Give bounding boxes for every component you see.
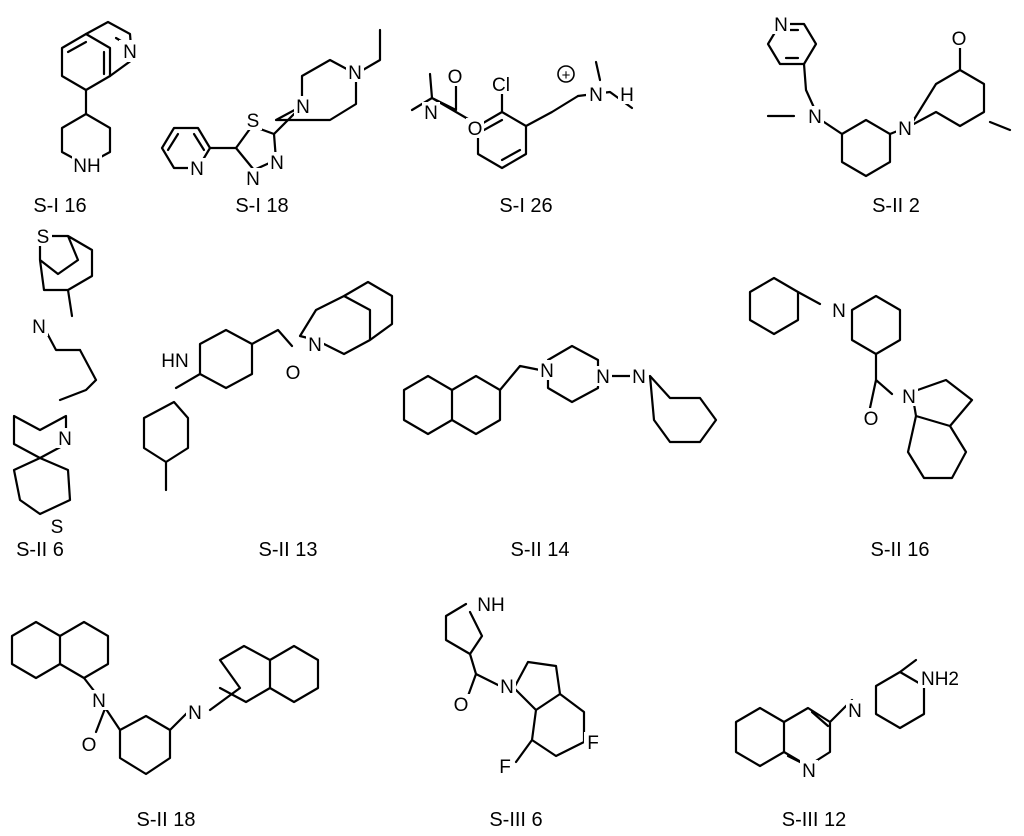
structure-s-ii-6: S N N S <box>12 226 98 538</box>
atom-label: S <box>37 227 50 248</box>
atom-label: S <box>51 517 64 538</box>
atom-label: N <box>589 85 603 106</box>
atom-label: N <box>848 701 862 722</box>
structure-s-iii-12: NH2 N N <box>734 658 962 782</box>
atom-label: HN <box>161 351 188 372</box>
compound-label: S-II 6 <box>16 539 64 561</box>
compound-label: S-I 26 <box>499 195 552 217</box>
atom-label: O <box>864 409 879 430</box>
compound-label: S-II 18 <box>137 809 196 831</box>
atom-label: N <box>92 691 106 712</box>
structure-s-ii-13: HN O N <box>142 280 394 492</box>
atom-label: N <box>540 361 554 382</box>
compound-label: S-II 16 <box>871 539 930 561</box>
compound-label: S-II 2 <box>872 195 920 217</box>
compound-label: S-III 12 <box>782 809 846 831</box>
structure-s-ii-2: N N N O <box>766 14 1012 178</box>
charge-label: + <box>562 67 571 84</box>
atom-label: N <box>296 97 310 118</box>
structure-s-i-16: N NH <box>60 20 141 177</box>
atom-label: S <box>247 111 260 132</box>
atom-label: N <box>632 367 646 388</box>
atom-label: N <box>596 367 610 388</box>
atom-label: O <box>454 695 469 716</box>
atom-label: N <box>32 317 46 338</box>
structure-s-i-18: S N N N N N <box>160 28 382 190</box>
atom-label: NH <box>477 595 504 616</box>
atom-label: O <box>468 119 483 140</box>
compound-label: S-II 13 <box>259 539 318 561</box>
atom-label: N <box>898 119 912 140</box>
atom-label: N <box>188 703 202 724</box>
compound-label: S-II 14 <box>511 539 570 561</box>
compound-label: S-I 18 <box>235 195 288 217</box>
structure-s-i-26: N O O Cl N H + <box>410 60 636 170</box>
atom-label: O <box>286 363 301 384</box>
structure-s-iii-6: NH O N F F <box>444 594 602 778</box>
atom-label: N <box>774 15 788 36</box>
atom-label: F <box>499 757 511 778</box>
compound-label: S-III 6 <box>489 809 542 831</box>
structure-s-ii-16: N O N <box>748 276 974 480</box>
atom-label: Cl <box>492 75 510 96</box>
structure-s-ii-14: N N N <box>402 344 718 444</box>
atom-label: N <box>832 301 846 322</box>
atom-label: N <box>808 107 822 128</box>
atom-label: N <box>123 42 137 63</box>
atom-label: H <box>620 85 634 106</box>
atom-label: N <box>270 153 284 174</box>
atom-label: O <box>448 67 463 88</box>
atom-label: N <box>246 169 260 190</box>
atom-label: N <box>902 387 916 408</box>
atom-label: F <box>587 733 599 754</box>
atom-label: NH2 <box>921 669 959 690</box>
atom-label: O <box>82 735 97 756</box>
atom-label: N <box>190 159 204 180</box>
atom-label: N <box>308 335 322 356</box>
atom-label: NH <box>73 156 100 177</box>
atom-label: N <box>424 103 438 124</box>
atom-label: N <box>802 761 816 782</box>
compound-label: S-I 16 <box>33 195 86 217</box>
atom-label: N <box>500 677 514 698</box>
atom-label: N <box>58 429 72 450</box>
structure-s-ii-18: N O N <box>10 620 320 776</box>
atom-label: O <box>952 29 967 50</box>
atom-label: N <box>348 63 362 84</box>
